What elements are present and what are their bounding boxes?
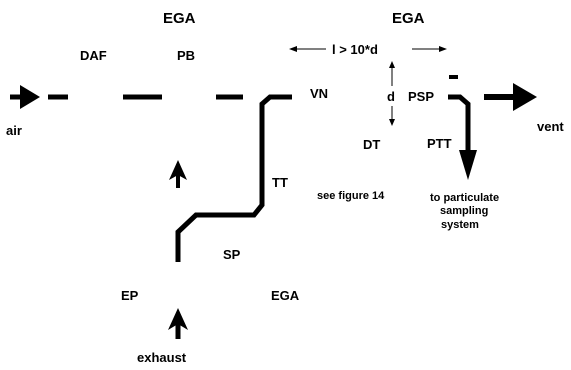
- particulate-label-line2: sampling: [440, 205, 488, 217]
- exhaust-label: exhaust: [137, 350, 187, 365]
- particulate-label-line1: to particulate: [430, 192, 499, 204]
- ep-label: EP: [121, 288, 139, 303]
- length-condition-label: l > 10*d: [332, 42, 378, 57]
- d-label: d: [387, 89, 395, 104]
- exhaust-arrow: [168, 308, 188, 339]
- psp-label: PSP: [408, 89, 434, 104]
- transfer-tube: [175, 94, 276, 262]
- see-figure-label: see figure 14: [317, 190, 385, 202]
- daf-label: DAF: [80, 48, 107, 63]
- ptt-arrow-head: [459, 150, 477, 180]
- vent-label: vent: [537, 119, 564, 134]
- ega-label-top-right: EGA: [392, 10, 425, 27]
- air-label: air: [6, 123, 22, 138]
- tt-label: TT: [272, 175, 288, 190]
- particulate-transfer-tube: [448, 94, 471, 152]
- vent-arrow: [484, 83, 537, 111]
- particulate-label-line3: system: [441, 219, 479, 231]
- length-dimension: [289, 46, 447, 52]
- ega-label-bottom: EGA: [271, 288, 300, 303]
- flow-up-arrow: [169, 160, 187, 188]
- ega-label-top-left: EGA: [163, 10, 196, 27]
- vn-label: VN: [310, 86, 328, 101]
- ptt-label: PTT: [427, 136, 452, 151]
- pb-label: PB: [177, 48, 195, 63]
- dt-label: DT: [363, 137, 380, 152]
- diameter-dimension: [389, 61, 395, 126]
- sp-label: SP: [223, 247, 241, 262]
- air-inlet-arrow: [10, 85, 40, 109]
